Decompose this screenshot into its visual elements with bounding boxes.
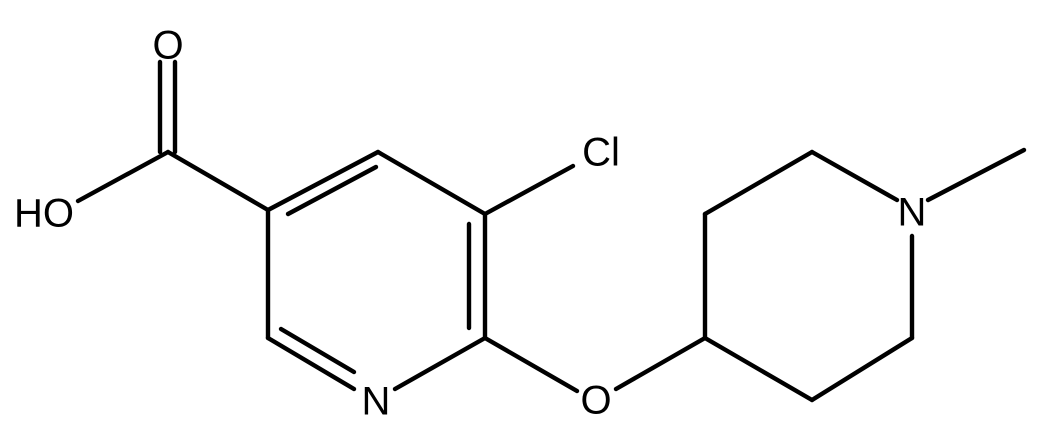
bond-c5-cl — [482, 163, 576, 217]
hydroxyl-label: HO — [14, 192, 74, 236]
bond-pip-c3-c2 — [702, 149, 815, 217]
piperidine-nitrogen-label: N — [898, 191, 927, 235]
bond-c3-c4 — [265, 149, 381, 213]
bond-c-oh — [75, 149, 171, 204]
bond-cooh-ring — [165, 149, 271, 213]
bond-n-methyl — [925, 147, 1027, 203]
bond-n1-c2-inner — [278, 326, 357, 375]
bond-c6-o — [482, 335, 580, 394]
bond-c4-c5 — [375, 149, 488, 217]
ether-oxygen-label: O — [580, 379, 611, 423]
bond-pip-c2-n — [809, 149, 900, 203]
chlorine-label: Cl — [582, 131, 620, 175]
pyridine-nitrogen-label: N — [362, 380, 391, 424]
bond-pip-c6-c5 — [809, 335, 915, 403]
carbonyl-oxygen-label: O — [152, 24, 183, 68]
bond-c6-n1 — [392, 335, 488, 392]
bond-c3-c4-inner — [285, 164, 379, 217]
bond-pip-c5-c4 — [702, 335, 815, 403]
bond-n1-c2 — [265, 335, 357, 392]
bond-o-c4p — [613, 335, 708, 392]
